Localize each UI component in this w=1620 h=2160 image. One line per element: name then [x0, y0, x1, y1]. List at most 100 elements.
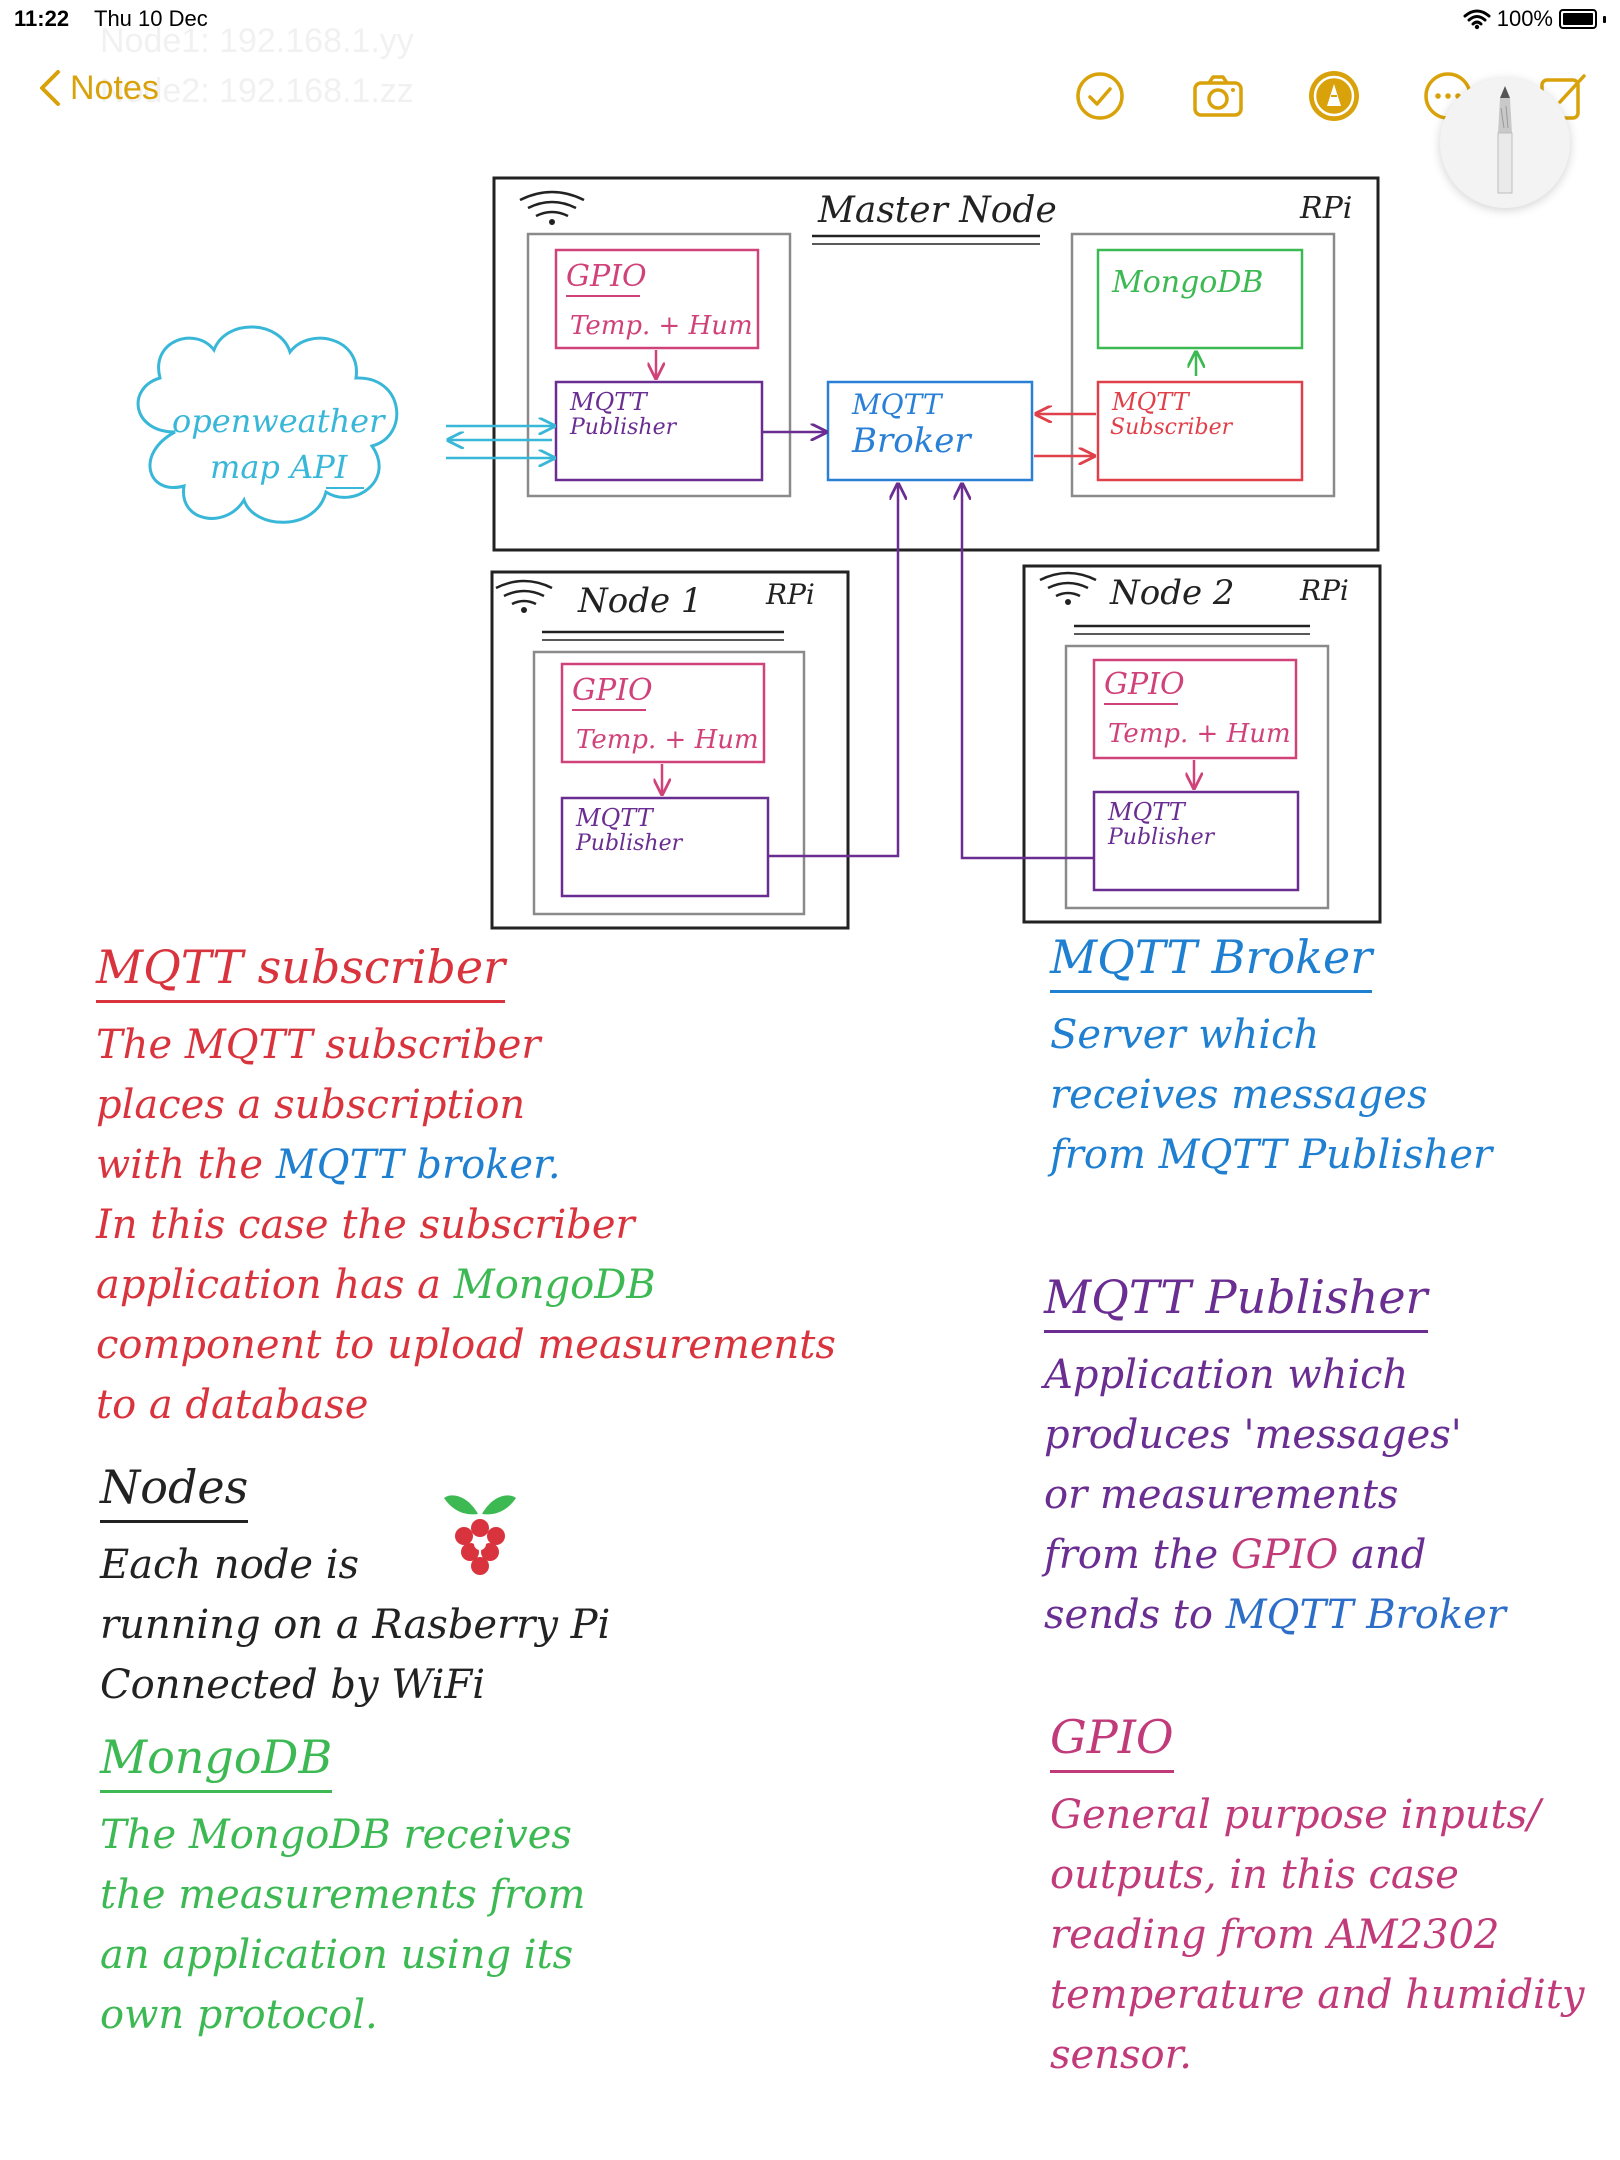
subscriber-box: MQTT Subscriber: [1096, 380, 1304, 482]
note-mongodb-line2: the measurements from: [100, 1872, 586, 1918]
note-gpio-line1: General purpose inputs/: [1050, 1792, 1541, 1838]
checklist-icon[interactable]: [1072, 68, 1128, 124]
note-publisher-line2: produces 'messages': [1044, 1412, 1462, 1458]
note-nodes-line3: Connected by WiFi: [100, 1662, 486, 1708]
pencil-tool-button[interactable]: [1440, 78, 1570, 208]
node2-gpio-label: GPIO: [1104, 667, 1185, 702]
ghost-text-2: Node2: 192.168.1.zz: [100, 72, 414, 110]
node1-rpi-label: RPi: [765, 578, 815, 611]
master-gpio-box: GPIO Temp. + Hum: [554, 248, 760, 350]
subscriber-line2: Subscriber: [1110, 415, 1234, 440]
broker-line1: MQTT: [851, 388, 944, 421]
wifi-icon: [1463, 9, 1491, 30]
note-nodes-title: Nodes: [100, 1460, 249, 1523]
note-publisher-line3: or measurements: [1044, 1472, 1399, 1518]
status-bar: 11:22 Thu 10 Dec 100%: [0, 0, 1620, 40]
note-gpio-line2: outputs, in this case: [1050, 1852, 1459, 1898]
note-gpio: GPIO General purpose inputs/ outputs, in…: [1050, 1710, 1590, 2085]
note-subscriber-line4: In this case the subscriber: [96, 1202, 635, 1248]
note-subscriber-line2: places a subscription: [96, 1082, 526, 1128]
note-publisher-title: MQTT Publisher: [1044, 1270, 1428, 1333]
note-mongodb-line4: own protocol.: [100, 1992, 378, 2038]
note-publisher-line5-hl: MQTT Broker: [1225, 1592, 1506, 1638]
note-subscriber-line6: component to upload measurements: [96, 1322, 836, 1368]
back-button[interactable]: Notes: [38, 68, 159, 108]
note-mqtt-broker: MQTT Broker Server which receives messag…: [1050, 930, 1590, 1185]
node1-gpio-label: GPIO: [572, 673, 653, 708]
wifi-icon: [1039, 571, 1097, 605]
battery-icon: [1559, 9, 1597, 29]
node1-publisher-line2: Publisher: [575, 831, 684, 856]
note-publisher-line5: sends to MQTT Broker: [1044, 1585, 1590, 1645]
master-publisher-line2: Publisher: [569, 415, 678, 440]
master-temp-label: Temp. + Hum: [570, 311, 753, 341]
back-label: Notes: [70, 68, 159, 107]
status-time: 11:22: [14, 6, 70, 31]
master-node: Master Node RPi GPIO Temp. + Hum MQTT Pu…: [492, 176, 1380, 552]
api-line2: map API: [210, 448, 349, 486]
mongodb-label: MongoDB: [1111, 265, 1263, 300]
status-right: 100%: [1463, 6, 1606, 32]
note-mqtt-subscriber: MQTT subscriber The MQTT subscriber plac…: [96, 940, 916, 1435]
openweather-api-cloud: openweather map API: [136, 325, 399, 524]
note-subscriber-line3-hl: MQTT broker.: [275, 1142, 561, 1188]
note-subscriber-line7: to a database: [96, 1382, 369, 1428]
master-node-title: Master Node: [817, 190, 1057, 231]
note-broker-line3: from MQTT Publisher: [1050, 1132, 1493, 1178]
node2-rpi-label: RPi: [1299, 574, 1349, 607]
node2-title: Node 2: [1109, 573, 1235, 613]
note-gpio-title: GPIO: [1050, 1710, 1174, 1773]
node2: Node 2 RPi GPIO Temp. + Hum MQTT Publish…: [1022, 564, 1382, 924]
battery-percent: 100%: [1496, 6, 1553, 31]
broker-line2: Broker: [851, 421, 972, 461]
note-gpio-line3: reading from AM2302: [1050, 1912, 1500, 1958]
note-mongodb-line3: an application using its: [100, 1932, 574, 1978]
master-publisher-box: MQTT Publisher: [554, 380, 764, 482]
note-subscriber-line1: The MQTT subscriber: [96, 1022, 541, 1068]
note-nodes: Nodes Each node is running on a Rasberry…: [100, 1460, 820, 1715]
note-subscriber-title: MQTT subscriber: [96, 940, 506, 1003]
node1: Node 1 RPi GPIO Temp. + Hum MQTT Publish…: [490, 570, 850, 930]
note-subscriber-line3: with the MQTT broker.: [96, 1135, 916, 1195]
camera-icon[interactable]: [1190, 68, 1246, 124]
note-broker-title: MQTT Broker: [1050, 930, 1373, 993]
node1-title: Node 1: [577, 581, 703, 621]
wifi-icon: [495, 579, 553, 613]
note-subscriber-line5: application has a MongoDB: [96, 1255, 916, 1315]
node2-publisher-line1: MQTT: [1107, 798, 1187, 826]
broker-box: MQTT Broker: [826, 380, 1034, 482]
note-publisher-line1: Application which: [1044, 1352, 1409, 1398]
note-gpio-line4: temperature and humidity: [1050, 1972, 1585, 2018]
chevron-left-icon: [40, 70, 60, 106]
pencil-icon: [1497, 86, 1513, 194]
node2-temp-label: Temp. + Hum: [1108, 719, 1291, 749]
api-line1: openweather: [172, 402, 386, 440]
node1-publisher-line1: MQTT: [575, 804, 655, 832]
ghost-text-1: Node1: 192.168.1.yy: [100, 22, 414, 60]
note-publisher-line5-pre: sends to: [1044, 1592, 1213, 1638]
node2-publisher-line2: Publisher: [1107, 825, 1216, 850]
wifi-icon: [519, 190, 585, 225]
note-broker-line1: Server which: [1050, 1012, 1320, 1058]
note-nodes-line2: running on a Rasberry Pi: [100, 1602, 611, 1648]
architecture-diagram: Master Node RPi GPIO Temp. + Hum MQTT Pu…: [136, 176, 1382, 930]
note-gpio-line5: sensor.: [1050, 2032, 1193, 2078]
status-date: Thu 10 Dec: [94, 6, 208, 31]
note-mongodb: MongoDB The MongoDB receives the measure…: [100, 1730, 820, 2045]
note-mongodb-line1: The MongoDB receives: [100, 1812, 572, 1858]
note-mongodb-title: MongoDB: [100, 1730, 333, 1793]
mongodb-box: MongoDB: [1096, 248, 1304, 350]
note-mqtt-publisher: MQTT Publisher Application which produce…: [1044, 1270, 1590, 1645]
note-publisher-line4-post: and: [1351, 1532, 1427, 1578]
note-nodes-line1: Each node is: [100, 1542, 360, 1588]
master-rpi-label: RPi: [1299, 191, 1352, 226]
raspberry-pi-logo: [444, 1495, 516, 1575]
master-gpio-label: GPIO: [566, 259, 647, 294]
markup-pen-icon[interactable]: [1306, 68, 1362, 124]
master-publisher-line1: MQTT: [569, 388, 649, 416]
node1-temp-label: Temp. + Hum: [576, 725, 759, 755]
note-publisher-line4-pre: from the: [1044, 1532, 1219, 1578]
note-subscriber-line5-hl: MongoDB: [453, 1262, 656, 1308]
note-subscriber-line3-pre: with the: [96, 1142, 264, 1188]
note-publisher-line4-hl: GPIO: [1230, 1532, 1339, 1578]
